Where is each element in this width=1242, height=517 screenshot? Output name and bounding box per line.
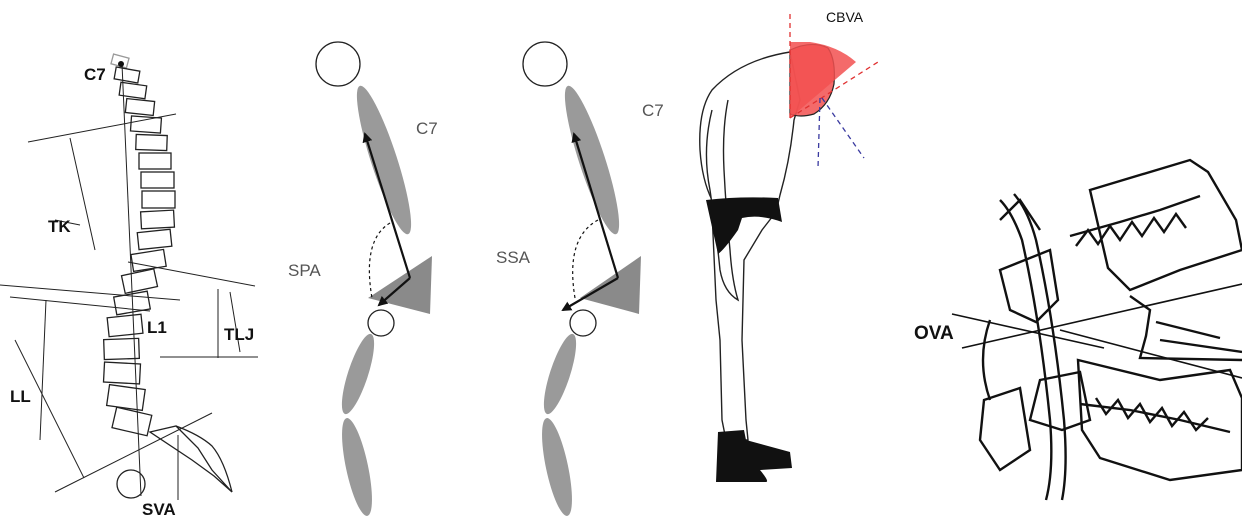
leg-ellipse-lower	[336, 416, 378, 517]
label-tlj: TLJ	[224, 325, 254, 344]
sacrum	[150, 426, 232, 492]
vertebra-column	[104, 54, 175, 436]
head-circle	[523, 42, 567, 86]
label-c7: C7	[416, 119, 438, 138]
label-tk: TK	[48, 217, 71, 236]
label-cbva: CBVA	[826, 9, 864, 25]
label-ll: LL	[10, 387, 31, 406]
c7-marker	[118, 61, 124, 67]
shoes	[716, 430, 792, 482]
leg-ellipse-upper	[538, 331, 583, 417]
panel-spine-measurements: C7 TK L1 TLJ LL SVA	[0, 54, 258, 517]
panel-ova	[952, 160, 1242, 500]
angle-arc	[573, 220, 598, 298]
leg-ellipse-lower	[536, 416, 578, 517]
label-c7: C7	[84, 65, 106, 84]
head-circle	[316, 42, 360, 86]
panel-ssa: C7 SSA	[496, 42, 664, 517]
label-l1: L1	[147, 318, 167, 337]
spine-ellipse-upper	[556, 82, 629, 238]
leg-ellipse-upper	[336, 331, 381, 417]
panel-cbva: CBVA	[700, 9, 878, 482]
sacrum-triangle	[580, 256, 641, 314]
label-ova: OVA	[914, 323, 954, 344]
panel-spa: C7 SPA	[288, 42, 438, 517]
axis-guide-b	[822, 98, 864, 158]
label-c7: C7	[642, 101, 664, 120]
standing-figure	[700, 52, 800, 440]
lower-vertebral-body	[1078, 360, 1242, 480]
rod	[1000, 194, 1066, 500]
screw-upper	[1070, 196, 1200, 236]
label-spa: SPA	[288, 261, 321, 280]
pelvis-triangle	[368, 256, 432, 314]
spine-ellipse-upper	[348, 82, 421, 238]
hip-circle	[368, 310, 394, 336]
label-sva: SVA	[142, 500, 176, 517]
hip-circle	[570, 310, 596, 336]
label-ssa: SSA	[496, 248, 531, 267]
